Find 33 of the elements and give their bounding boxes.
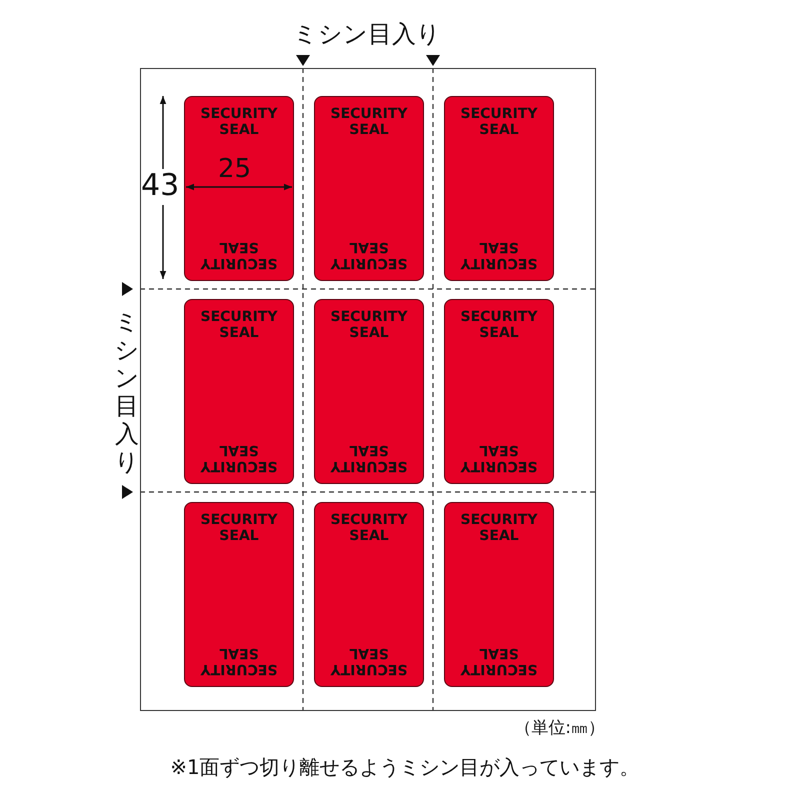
caption: ※1面ずつ切り離せるようミシン目が入っています。 — [169, 754, 641, 781]
seal-text: SECURITY SEAL — [200, 512, 278, 544]
seal-text: SECURITY SEAL — [330, 645, 408, 677]
seal-label — [314, 299, 424, 484]
seal-label — [184, 96, 294, 281]
seal-label — [314, 96, 424, 281]
seal-text: SECURITY SEAL — [200, 309, 278, 341]
seal-label — [444, 299, 554, 484]
seal-text: SECURITY SEAL — [200, 442, 278, 474]
seal-text: SECURITY SEAL — [330, 239, 408, 271]
perforation-label: ミシン目入り — [292, 19, 442, 50]
seal-text: SECURITY SEAL — [330, 512, 408, 544]
seal-label — [444, 96, 554, 281]
seal-text: SECURITY SEAL — [330, 442, 408, 474]
seal-text: SECURITY SEAL — [460, 442, 538, 474]
seal-label — [184, 299, 294, 484]
seal-text: SECURITY SEAL — [460, 106, 538, 138]
seal-text: SECURITY SEAL — [200, 106, 278, 138]
dimension-value: 25 — [218, 155, 252, 183]
seal-text: SECURITY SEAL — [330, 309, 408, 341]
unit-note: （単位:㎜） — [513, 717, 605, 739]
seal-text: SECURITY SEAL — [460, 239, 538, 271]
seal-label — [314, 502, 424, 687]
seal-text: SECURITY SEAL — [200, 239, 278, 271]
seal-text: SECURITY SEAL — [460, 645, 538, 677]
seal-text: SECURITY SEAL — [330, 106, 408, 138]
seal-label — [444, 502, 554, 687]
seal-text: SECURITY SEAL — [200, 645, 278, 677]
perforation-label: ミシン目入り — [114, 308, 140, 476]
seal-text: SECURITY SEAL — [460, 309, 538, 341]
seal-text: SECURITY SEAL — [460, 512, 538, 544]
seal-label — [184, 502, 294, 687]
sheet-outline — [140, 68, 596, 711]
